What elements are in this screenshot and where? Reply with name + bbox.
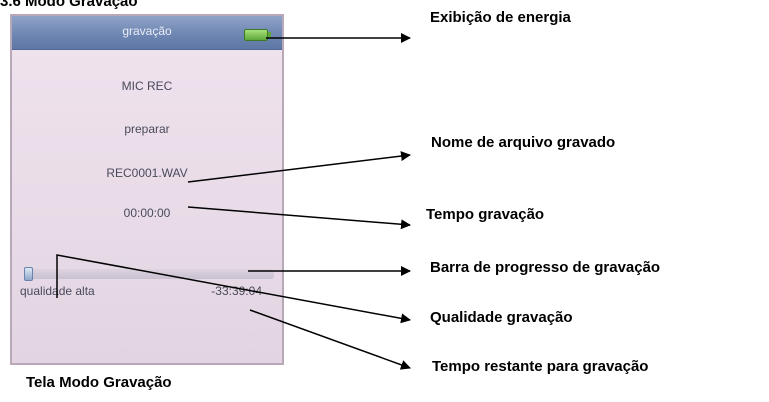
leader-quality (56, 254, 411, 324)
leader-time (187, 206, 411, 230)
label-time: Tempo gravação (426, 206, 545, 223)
section-heading: 3.6 Modo Gravação (0, 0, 138, 10)
record-elapsed-time: 00:00:00 (123, 206, 171, 220)
label-energy: Exibição de energia (430, 9, 571, 26)
device-screen: gravação MIC REC preparar REC0001.WAV 00… (10, 14, 284, 365)
label-filename: Nome de arquivo gravado (431, 134, 616, 151)
title-bar: gravação (12, 16, 282, 50)
screen-title: gravação (122, 24, 172, 38)
label-remaining: Tempo restante para gravação (432, 358, 649, 375)
leader-filename (187, 151, 411, 183)
record-remaining-time: -33:39:04 (211, 284, 262, 298)
record-progress-bar (24, 267, 274, 281)
screen-caption: Tela Modo Gravação (26, 374, 172, 391)
progress-knob (24, 267, 33, 281)
record-mode: MIC REC (121, 79, 173, 93)
record-filename: REC0001.WAV (106, 166, 188, 180)
record-status: preparar (124, 122, 170, 136)
label-progress: Barra de progresso de gravação (430, 259, 661, 276)
leader-remaining (249, 309, 411, 370)
label-quality: Qualidade gravação (430, 309, 573, 326)
battery-icon (244, 29, 271, 41)
